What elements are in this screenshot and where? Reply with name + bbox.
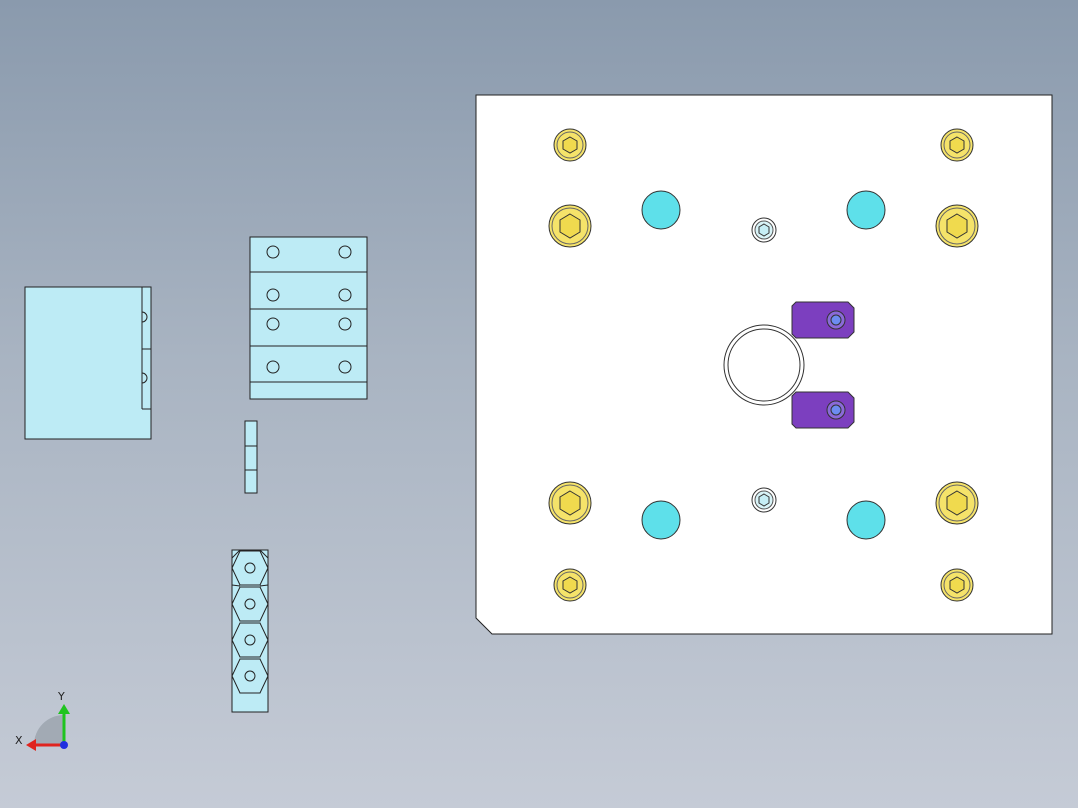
thin-bar-part[interactable] xyxy=(244,420,258,494)
y-axis-label: Y xyxy=(57,690,65,703)
screw-large-upper-right-icon xyxy=(935,204,979,248)
nut-strip-part[interactable] xyxy=(231,549,269,713)
x-axis-label: X xyxy=(15,734,23,747)
screw-large-upper-left-icon xyxy=(548,204,592,248)
center-bore-icon xyxy=(723,324,805,406)
clamp-upper-icon xyxy=(791,301,855,339)
screw-large-lower-left-icon xyxy=(548,481,592,525)
hex-nut-top-icon xyxy=(751,217,777,243)
screw-small-top-left-icon xyxy=(553,128,587,162)
z-axis-dot-icon xyxy=(60,741,68,749)
axis-triad: X Y xyxy=(15,690,70,751)
screw-small-bottom-left-icon xyxy=(553,568,587,602)
block-part-side-view[interactable] xyxy=(24,286,152,440)
hole-plate-part[interactable] xyxy=(249,236,368,400)
screw-small-bottom-right-icon xyxy=(940,568,974,602)
dowel-pin-upper-left-icon xyxy=(641,190,681,230)
screw-large-lower-right-icon xyxy=(935,481,979,525)
dowel-pin-lower-right-icon xyxy=(846,500,886,540)
main-plate-top-view[interactable] xyxy=(475,94,1053,635)
dowel-pin-lower-left-icon xyxy=(641,500,681,540)
hex-nut-bottom-icon xyxy=(751,487,777,513)
dowel-pin-upper-right-icon xyxy=(846,190,886,230)
screw-small-top-right-icon xyxy=(940,128,974,162)
clamp-lower-icon xyxy=(791,391,855,429)
